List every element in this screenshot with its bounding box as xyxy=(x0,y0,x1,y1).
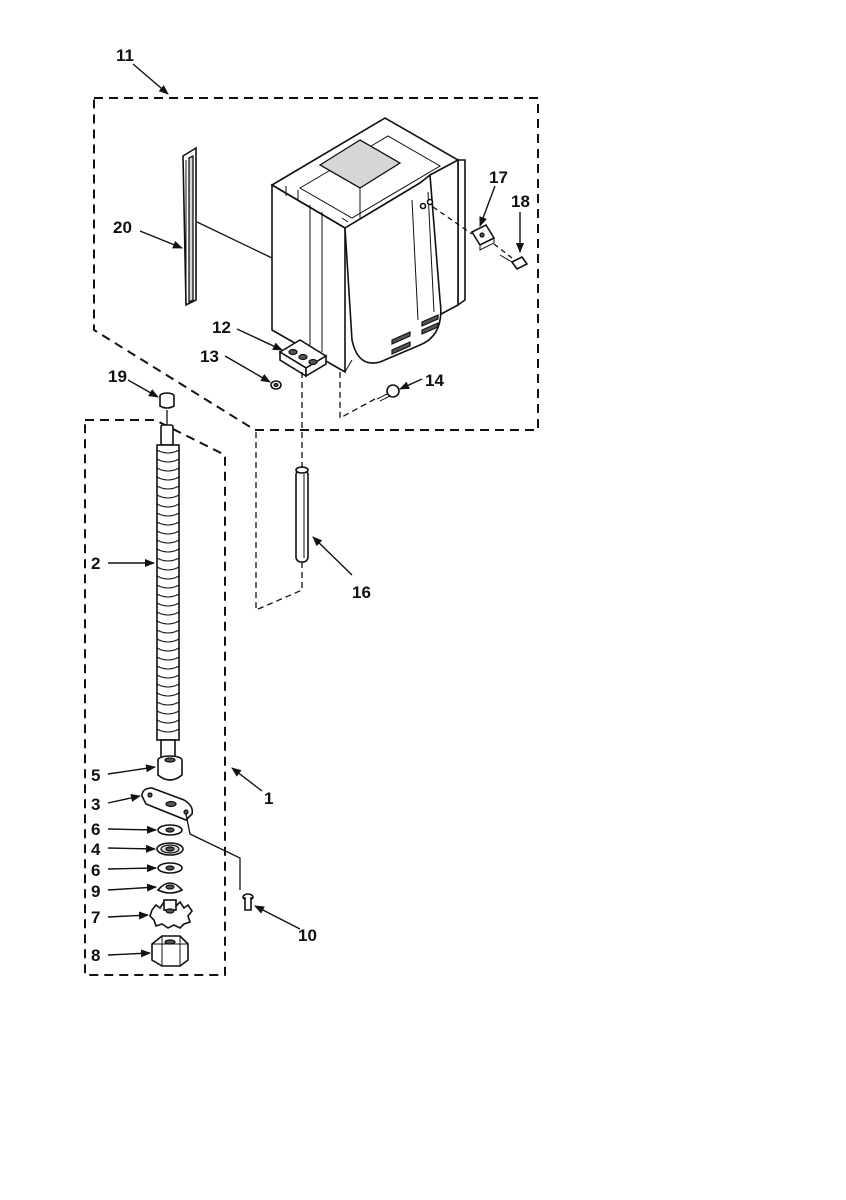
thread-ridge xyxy=(156,539,180,544)
callout-1: 1 xyxy=(264,789,273,808)
thread-ridge xyxy=(156,512,180,517)
part-10-screw xyxy=(242,893,254,911)
callout-6-lower: 6 xyxy=(91,861,100,880)
thread-ridge xyxy=(156,683,180,688)
part-7-sprocket xyxy=(149,899,193,929)
thread-ridge xyxy=(156,638,180,643)
part-3-flange-plate xyxy=(141,787,194,821)
part-13-washer xyxy=(270,380,282,390)
part-6-washer-upper xyxy=(157,824,183,836)
part-2-lead-screw xyxy=(156,424,180,759)
callout-3: 3 xyxy=(91,795,100,814)
part-16-rod xyxy=(295,466,309,563)
callout-6-upper: 6 xyxy=(91,820,100,839)
callout-20: 20 xyxy=(113,218,132,237)
callout-17: 17 xyxy=(489,168,508,187)
assembly-11-boundary xyxy=(93,97,539,431)
thread-ridge xyxy=(156,467,180,472)
thread-ridge xyxy=(156,476,180,481)
part-6-washer-lower xyxy=(157,862,183,874)
thread-ridge xyxy=(156,665,180,670)
callout-9: 9 xyxy=(91,882,100,901)
thread-ridge xyxy=(156,701,180,706)
thread-ridge xyxy=(156,530,180,535)
part-17-clip xyxy=(470,223,496,251)
thread-ridge xyxy=(156,485,180,490)
callout-19: 19 xyxy=(108,367,127,386)
part-4-bearing xyxy=(156,842,184,856)
thread-ridge xyxy=(156,593,180,598)
thread-ridge xyxy=(156,620,180,625)
part-19-cap xyxy=(159,392,175,409)
callout-14: 14 xyxy=(425,371,444,390)
callout-10: 10 xyxy=(298,926,317,945)
thread-ridge xyxy=(156,458,180,463)
callout-7: 7 xyxy=(91,908,100,927)
thread-ridge xyxy=(156,719,180,724)
thread-ridge xyxy=(156,548,180,553)
thread-ridge xyxy=(156,674,180,679)
thread-ridge xyxy=(156,503,180,508)
thread-ridge xyxy=(156,728,180,733)
thread-ridge xyxy=(156,494,180,499)
thread-ridge xyxy=(156,521,180,526)
thread-ridge xyxy=(156,566,180,571)
part-18-screw xyxy=(499,254,529,271)
part-5-bushing xyxy=(157,755,183,781)
callout-12: 12 xyxy=(212,318,231,337)
thread-ridge xyxy=(156,575,180,580)
callout-18: 18 xyxy=(511,192,530,211)
thread-ridge xyxy=(156,656,180,661)
gear-housing xyxy=(270,117,466,374)
callout-8: 8 xyxy=(91,946,100,965)
part-20-seal-strip xyxy=(182,146,197,307)
thread-ridge xyxy=(156,629,180,634)
part-12-bracket xyxy=(278,339,328,378)
thread-ridge xyxy=(156,449,180,454)
assembly-1-boundary xyxy=(84,419,226,976)
callout-11: 11 xyxy=(116,46,134,65)
thread-ridge xyxy=(156,602,180,607)
thread-ridge xyxy=(156,692,180,697)
callout-4: 4 xyxy=(91,840,101,859)
callout-5: 5 xyxy=(91,766,100,785)
thread-ridge xyxy=(156,611,180,616)
callout-16: 16 xyxy=(352,583,371,602)
callout-13: 13 xyxy=(200,347,219,366)
part-9-cone-washer xyxy=(156,882,184,894)
callout-2: 2 xyxy=(91,554,100,573)
lead-screw-threads xyxy=(156,449,180,733)
part-14-screw xyxy=(376,384,400,402)
part-8-nut xyxy=(151,935,189,967)
thread-ridge xyxy=(156,710,180,715)
thread-ridge xyxy=(156,584,180,589)
thread-ridge xyxy=(156,647,180,652)
thread-ridge xyxy=(156,557,180,562)
